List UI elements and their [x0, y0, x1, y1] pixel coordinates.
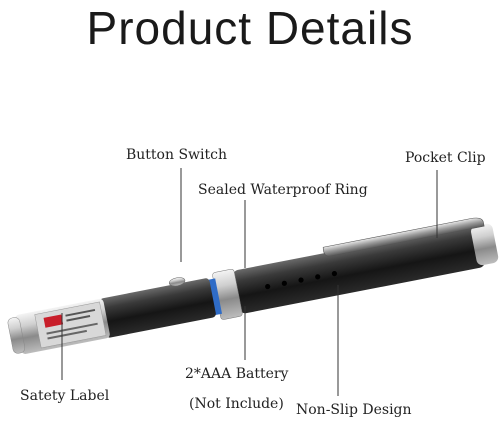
- grip-dot: [298, 277, 304, 283]
- sticker-text-line: [65, 308, 96, 317]
- pocket-clip: [322, 217, 485, 257]
- safety-sticker: [34, 301, 107, 349]
- label-button-switch: Button Switch: [126, 147, 227, 163]
- button-switch: [168, 277, 186, 287]
- grip-dot: [265, 283, 271, 290]
- pen-rear-body: [233, 224, 485, 314]
- grip-dot: [281, 280, 287, 286]
- label-battery-note: (Not Include): [189, 396, 284, 412]
- pen-front-body: [99, 278, 216, 338]
- grip-dot: [331, 270, 338, 277]
- pen-tip: [7, 317, 26, 354]
- label-sealed-waterproof-ring: Sealed Waterproof Ring: [198, 182, 368, 198]
- page-title: Product Details: [86, 2, 414, 54]
- sticker-text-line: [47, 329, 87, 340]
- sticker-red-mark: [43, 314, 64, 328]
- end-cap: [471, 223, 499, 266]
- label-battery: 2*AAA Battery: [185, 366, 289, 382]
- grip-dot: [315, 274, 321, 280]
- label-pocket-clip: Pocket Clip: [405, 150, 486, 166]
- label-safety-label: Satety Label: [20, 388, 110, 404]
- sticker-text-line: [46, 322, 98, 335]
- sticker-text-line: [66, 315, 91, 322]
- label-non-slip-design: Non-Slip Design: [296, 402, 412, 418]
